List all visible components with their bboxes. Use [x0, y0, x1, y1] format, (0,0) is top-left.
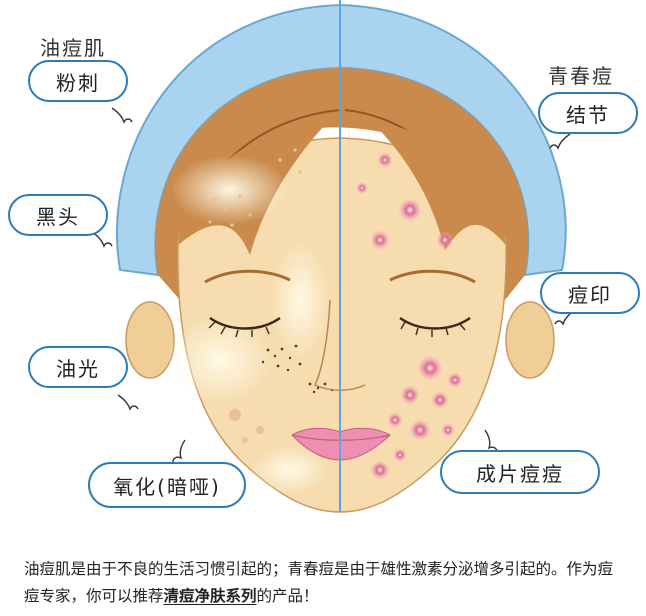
bubble-acne-marks: 痘印	[540, 272, 640, 314]
bubble-nodules: 结节	[538, 92, 638, 134]
nose	[314, 299, 366, 391]
heading-oily-skin: 油痘肌	[40, 36, 106, 60]
face-illustration: 油痘肌 青春痘 粉刺 结节 黑头 痘印 油光 氧化(暗哑) 成片痘痘	[8, 0, 640, 513]
caption-text: 油痘肌是由于不良的生活习惯引起的；青春痘是由于雄性激素分泌增多引起的。作为痘痘专…	[24, 556, 628, 610]
heading-acne: 青春痘	[548, 64, 614, 88]
bubble-patchy-acne: 成片痘痘	[440, 450, 600, 494]
ears	[125, 301, 555, 379]
oily-shine	[165, 148, 334, 495]
caption-part1: 油痘肌是由于不良的生活习惯引起的；青春痘是由于雄性激素分泌增多引起的。作为痘痘专…	[24, 560, 614, 605]
caption-part2: 的产品！	[256, 587, 319, 605]
bubble-oily-shine: 油光	[28, 346, 128, 388]
bubble-blackheads: 黑头	[8, 194, 108, 236]
eyebrows	[204, 269, 476, 284]
bubble-oxidation: 氧化(暗哑)	[88, 462, 246, 508]
bubble-whiteheads: 粉刺	[28, 60, 128, 102]
caption-highlight: 清痘净肤系列	[163, 587, 257, 605]
face-drawing	[91, 0, 576, 513]
closed-eyes	[208, 316, 471, 338]
